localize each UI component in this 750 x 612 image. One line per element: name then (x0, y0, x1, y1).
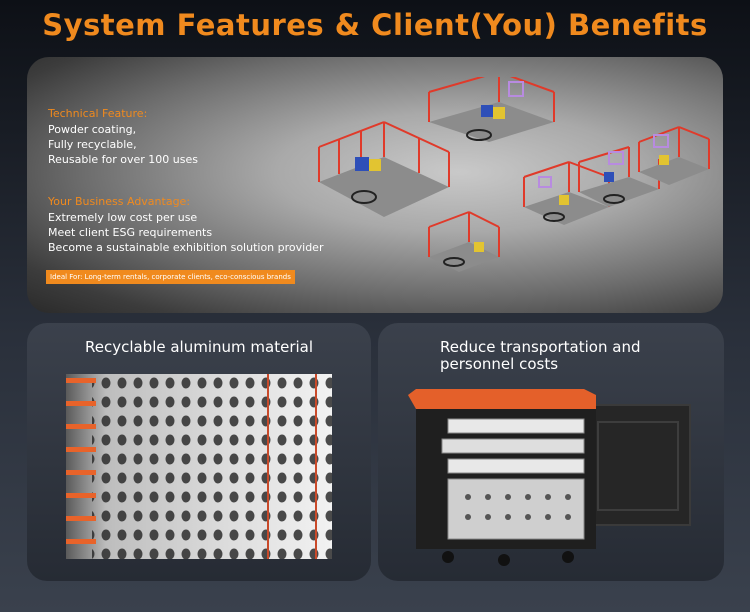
business-advantage-block: Your Business Advantage: Extremely low c… (48, 195, 323, 255)
advantage-heading: Your Business Advantage: (48, 195, 191, 208)
storage-cart-photo (408, 389, 691, 566)
technical-feature-block: Technical Feature: Powder coating, Fully… (48, 107, 198, 167)
technical-line: Reusable for over 100 uses (48, 153, 199, 166)
page-title: System Features & Client(You) Benefits (42, 8, 708, 42)
booth-model (578, 146, 660, 207)
features-panel: Technical Feature: Powder coating, Fully… (27, 57, 723, 313)
advantage-line: Become a sustainable exhibition solution… (48, 241, 324, 254)
booth-model (638, 126, 710, 185)
booth-illustration (318, 77, 710, 272)
booth-model (318, 121, 450, 217)
material-panel: Recyclable aluminum material (27, 323, 371, 581)
transport-title: Reduce transportation and personnel cost… (440, 338, 641, 373)
booth-model (428, 77, 555, 142)
advantage-line: Meet client ESG requirements (48, 226, 213, 239)
booth-model (428, 211, 500, 272)
technical-line: Powder coating, (48, 123, 137, 136)
material-title: Recyclable aluminum material (84, 338, 314, 356)
ideal-for-tag: Ideal For: Long-term rentals, corporate … (46, 270, 295, 284)
transport-panel: Reduce transportation and personnel cost… (378, 323, 724, 581)
perforated-panel-photo (66, 374, 332, 559)
technical-line: Fully recyclable, (48, 138, 137, 151)
advantage-line: Extremely low cost per use (48, 211, 198, 224)
technical-heading: Technical Feature: (48, 107, 148, 120)
